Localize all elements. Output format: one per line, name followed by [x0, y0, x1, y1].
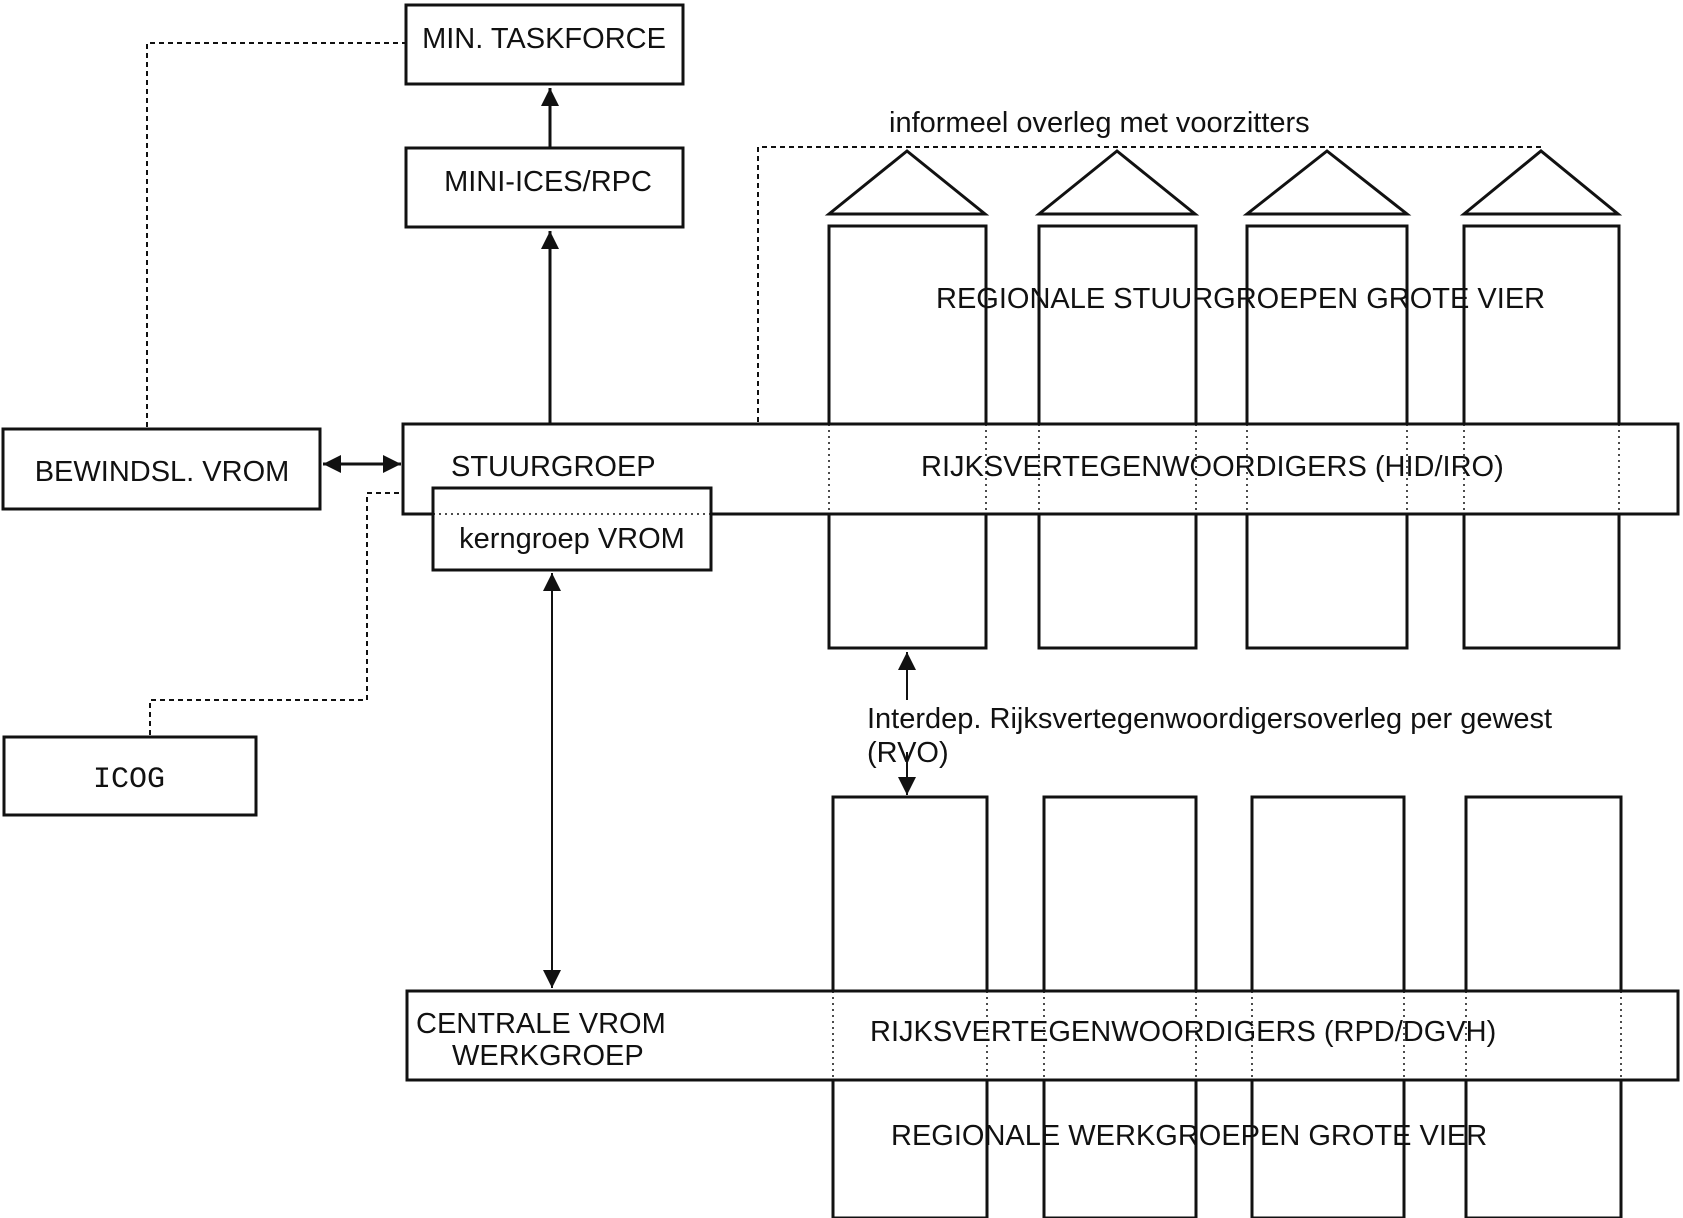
dashed-icog-stuurgroep: [149, 492, 403, 735]
interdep-label-line2: (RVO): [867, 737, 949, 769]
bewindsl-box: [1, 427, 322, 511]
chair-triangle-4: [1459, 149, 1623, 216]
regionale-stuurgroepen-label: REGIONALE STUURGROEPEN GROTE VIER: [936, 283, 1545, 315]
chair-triangle-2: [1034, 149, 1200, 216]
informeel-label: informeel overleg met voorzitters: [889, 107, 1310, 139]
min-taskforce-box: [404, 3, 685, 86]
stuurgroep-label: STUURGROEP: [451, 451, 656, 483]
centrale-label-line1: CENTRALE VROM: [416, 1008, 666, 1040]
regional-steering-columns: [824, 149, 1623, 650]
kerngroep-label: kerngroep VROM: [459, 523, 685, 555]
icog-label: ICOG: [93, 763, 165, 797]
kerngroep-box: [431, 486, 713, 572]
bewindsl-label: BEWINDSL. VROM: [35, 456, 290, 488]
chair-triangle-1: [824, 149, 990, 216]
mini-ices-box: [404, 146, 685, 229]
stuurgroep-bar: [401, 422, 1680, 516]
regionale-werkgroepen-label: REGIONALE WERKGROEPEN GROTE VIER: [891, 1120, 1487, 1152]
centrale-werkgroep-bar: [405, 989, 1680, 1082]
chair-triangle-3: [1242, 149, 1412, 216]
rijks-hid-label: RIJKSVERTEGENWOORDIGERS (HID/IRO): [921, 451, 1504, 483]
centrale-bar-fill: [407, 991, 1678, 1080]
min-taskforce-label: MIN. TASKFORCE: [422, 23, 666, 55]
dashed-bewindsl-taskforce: [146, 42, 406, 427]
rijks-rpd-label: RIJKSVERTEGENWOORDIGERS (RPD/DGVH): [870, 1016, 1496, 1048]
centrale-label-line2: WERKGROEP: [452, 1040, 644, 1072]
icog-box: [2, 735, 258, 817]
interdep-label-line1: Interdep. Rijksvertegenwoordigersoverleg…: [867, 703, 1552, 735]
dashed-informeel-overleg: [757, 146, 1541, 422]
mini-ices-label: MINI-ICES/RPC: [444, 166, 652, 198]
